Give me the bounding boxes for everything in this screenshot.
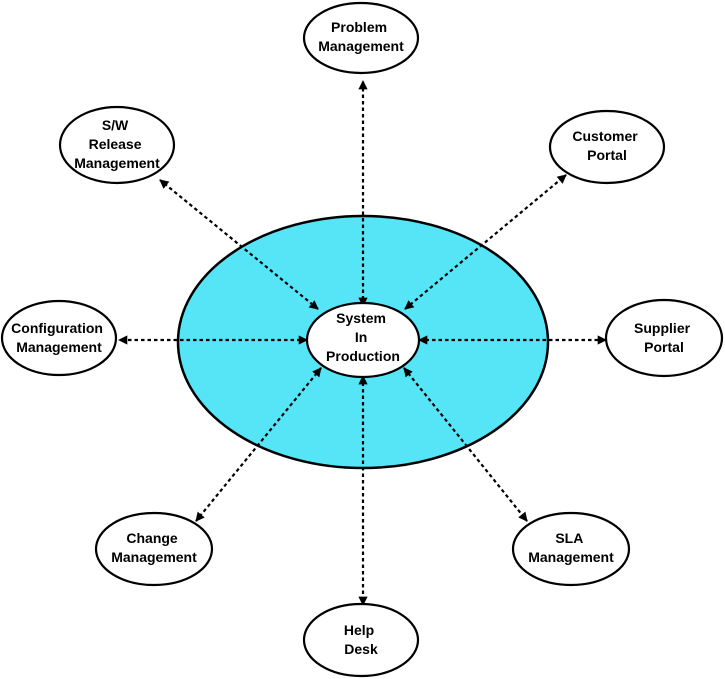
node-help-desk-line-1: Help xyxy=(344,622,374,638)
node-supplier-label: Supplier Portal xyxy=(634,320,694,355)
node-supplier-line-1: Supplier xyxy=(634,320,691,336)
node-problem-line-1: Problem xyxy=(331,19,387,35)
connector-change xyxy=(195,367,322,522)
node-change-line-1: Change xyxy=(126,530,178,546)
connector-sw-release xyxy=(159,179,319,310)
center-line-1: System xyxy=(336,310,386,326)
node-supplier-line-2: Portal xyxy=(644,339,684,355)
node-configuration-management: Configuration Management xyxy=(0,299,118,377)
node-customer-line-2: Portal xyxy=(587,147,627,163)
node-sw-release-line-3: Management xyxy=(74,155,160,171)
node-configuration-line-1: Configuration xyxy=(11,320,103,336)
node-customer-label: Customer Portal xyxy=(572,128,641,163)
node-problem-line-2: Management xyxy=(318,38,404,54)
node-supplier-shape xyxy=(604,298,724,378)
node-sw-release-label: S/W Release Management xyxy=(74,117,160,171)
connector-customer xyxy=(404,174,567,310)
node-sla-line-1: SLA xyxy=(555,530,583,546)
node-customer-portal: Customer Portal xyxy=(548,109,666,185)
center-line-2: In xyxy=(355,329,367,345)
node-problem-label: Problem Management xyxy=(318,19,404,54)
node-problem-management: Problem Management xyxy=(302,1,420,75)
node-configuration-label: Configuration Management xyxy=(11,320,107,355)
node-sw-release-shape xyxy=(58,105,176,185)
node-help-desk-label: Help Desk xyxy=(344,622,378,657)
center-node-shape xyxy=(305,301,421,379)
node-change-line-2: Management xyxy=(111,549,197,565)
node-sla-line-2: Management xyxy=(528,549,614,565)
node-problem-shape xyxy=(302,1,420,75)
node-configuration-shape xyxy=(0,299,118,377)
node-change-shape xyxy=(94,511,214,587)
center-node-label: System In Production xyxy=(326,310,400,364)
node-configuration-line-2: Management xyxy=(16,339,102,355)
node-change-management: Change Management xyxy=(94,511,214,587)
node-sla-management: SLA Management xyxy=(511,511,631,587)
node-sw-release-management: S/W Release Management xyxy=(58,105,176,185)
node-sw-release-line-2: Release xyxy=(89,136,142,152)
node-help-desk-line-2: Desk xyxy=(344,641,378,657)
node-sla-label: SLA Management xyxy=(528,530,614,565)
connector-sla xyxy=(403,367,528,522)
node-help-desk: Help Desk xyxy=(302,602,420,678)
center-line-3: Production xyxy=(326,348,400,364)
center-node-system-in-production: System In Production xyxy=(305,301,421,379)
node-sw-release-line-1: S/W xyxy=(102,117,129,133)
node-sla-shape xyxy=(511,511,631,587)
node-supplier-portal: Supplier Portal xyxy=(604,298,724,378)
node-customer-line-1: Customer xyxy=(572,128,638,144)
node-change-label: Change Management xyxy=(111,530,197,565)
node-help-desk-shape xyxy=(302,602,420,678)
node-customer-shape xyxy=(548,109,666,185)
